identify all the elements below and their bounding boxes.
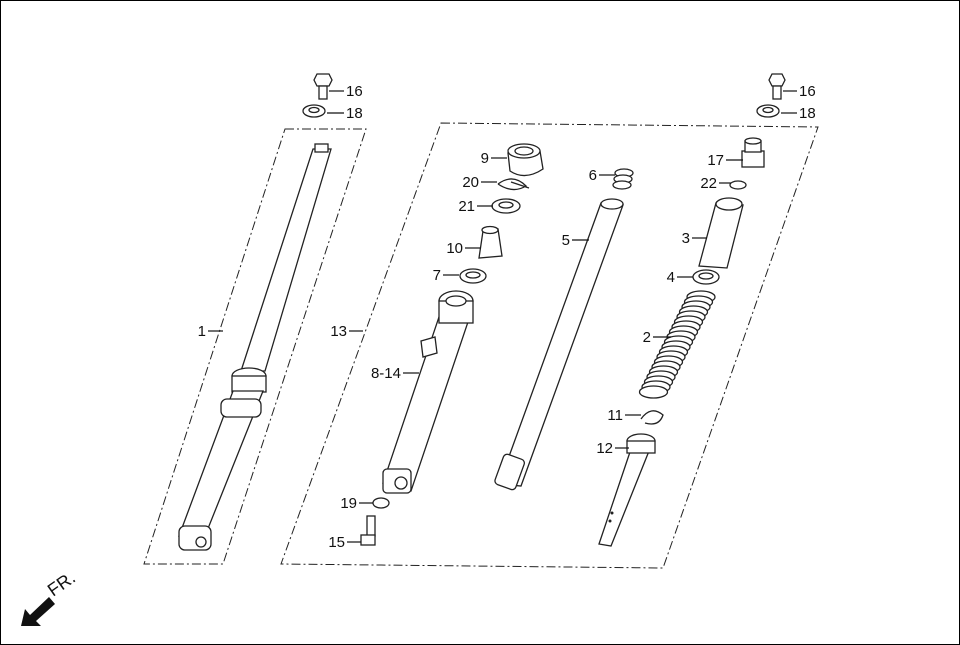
collar-3 xyxy=(698,197,744,269)
bolt-15 xyxy=(360,515,376,546)
fork-assembly-outline xyxy=(143,128,367,565)
washer-18-left xyxy=(302,104,326,118)
callout-16b: 16 xyxy=(799,83,816,100)
spring-coil xyxy=(638,385,669,399)
clip-20 xyxy=(497,178,530,191)
callout-11: 11 xyxy=(607,407,623,424)
callout-2: 2 xyxy=(643,329,651,346)
spring-6 xyxy=(612,168,634,190)
callout-3: 3 xyxy=(682,230,690,247)
piston-tube-5 xyxy=(494,198,624,491)
callout-22: 22 xyxy=(700,175,717,192)
callout-4: 4 xyxy=(667,269,675,286)
seat-4 xyxy=(692,269,720,285)
dust-seal-9 xyxy=(507,143,544,177)
o-ring-22 xyxy=(729,180,747,190)
callout-10: 10 xyxy=(446,240,463,257)
callout-7: 7 xyxy=(433,267,441,284)
callout-13: 13 xyxy=(330,323,347,340)
circlip-11 xyxy=(640,410,664,425)
callout-21: 21 xyxy=(458,198,475,215)
callout-15: 15 xyxy=(328,534,345,551)
callout-9: 9 xyxy=(481,150,489,167)
washer-7 xyxy=(459,268,487,284)
bolt-17 xyxy=(741,137,765,168)
callout-19: 19 xyxy=(340,495,357,512)
callout-17: 17 xyxy=(707,152,724,169)
callout-6: 6 xyxy=(589,167,597,184)
fr-label: FR. xyxy=(44,567,79,600)
bolt-16-left xyxy=(313,73,333,100)
oil-seal-21 xyxy=(491,198,521,214)
callout-1: 1 xyxy=(198,323,206,340)
washer-19 xyxy=(372,497,390,509)
piston-12 xyxy=(598,433,656,547)
callout-5: 5 xyxy=(562,232,570,249)
spring-2 xyxy=(638,290,716,399)
callout-12: 12 xyxy=(596,440,613,457)
callout-16a: 16 xyxy=(346,83,363,100)
bottom-case-assembly-outline xyxy=(280,122,819,569)
front-fork-1 xyxy=(178,143,332,551)
callout-8-14: 8-14 xyxy=(371,365,401,382)
callout-18a: 18 xyxy=(346,105,363,122)
washer-18-right xyxy=(756,104,780,118)
callout-20: 20 xyxy=(462,174,479,191)
collar-10 xyxy=(478,225,503,259)
bottom-case-8-14 xyxy=(382,290,474,494)
front-direction-arrow: FR. xyxy=(21,567,79,626)
callout-18b: 18 xyxy=(799,105,816,122)
arrow-icon xyxy=(21,597,55,626)
bolt-16-right xyxy=(768,73,786,100)
